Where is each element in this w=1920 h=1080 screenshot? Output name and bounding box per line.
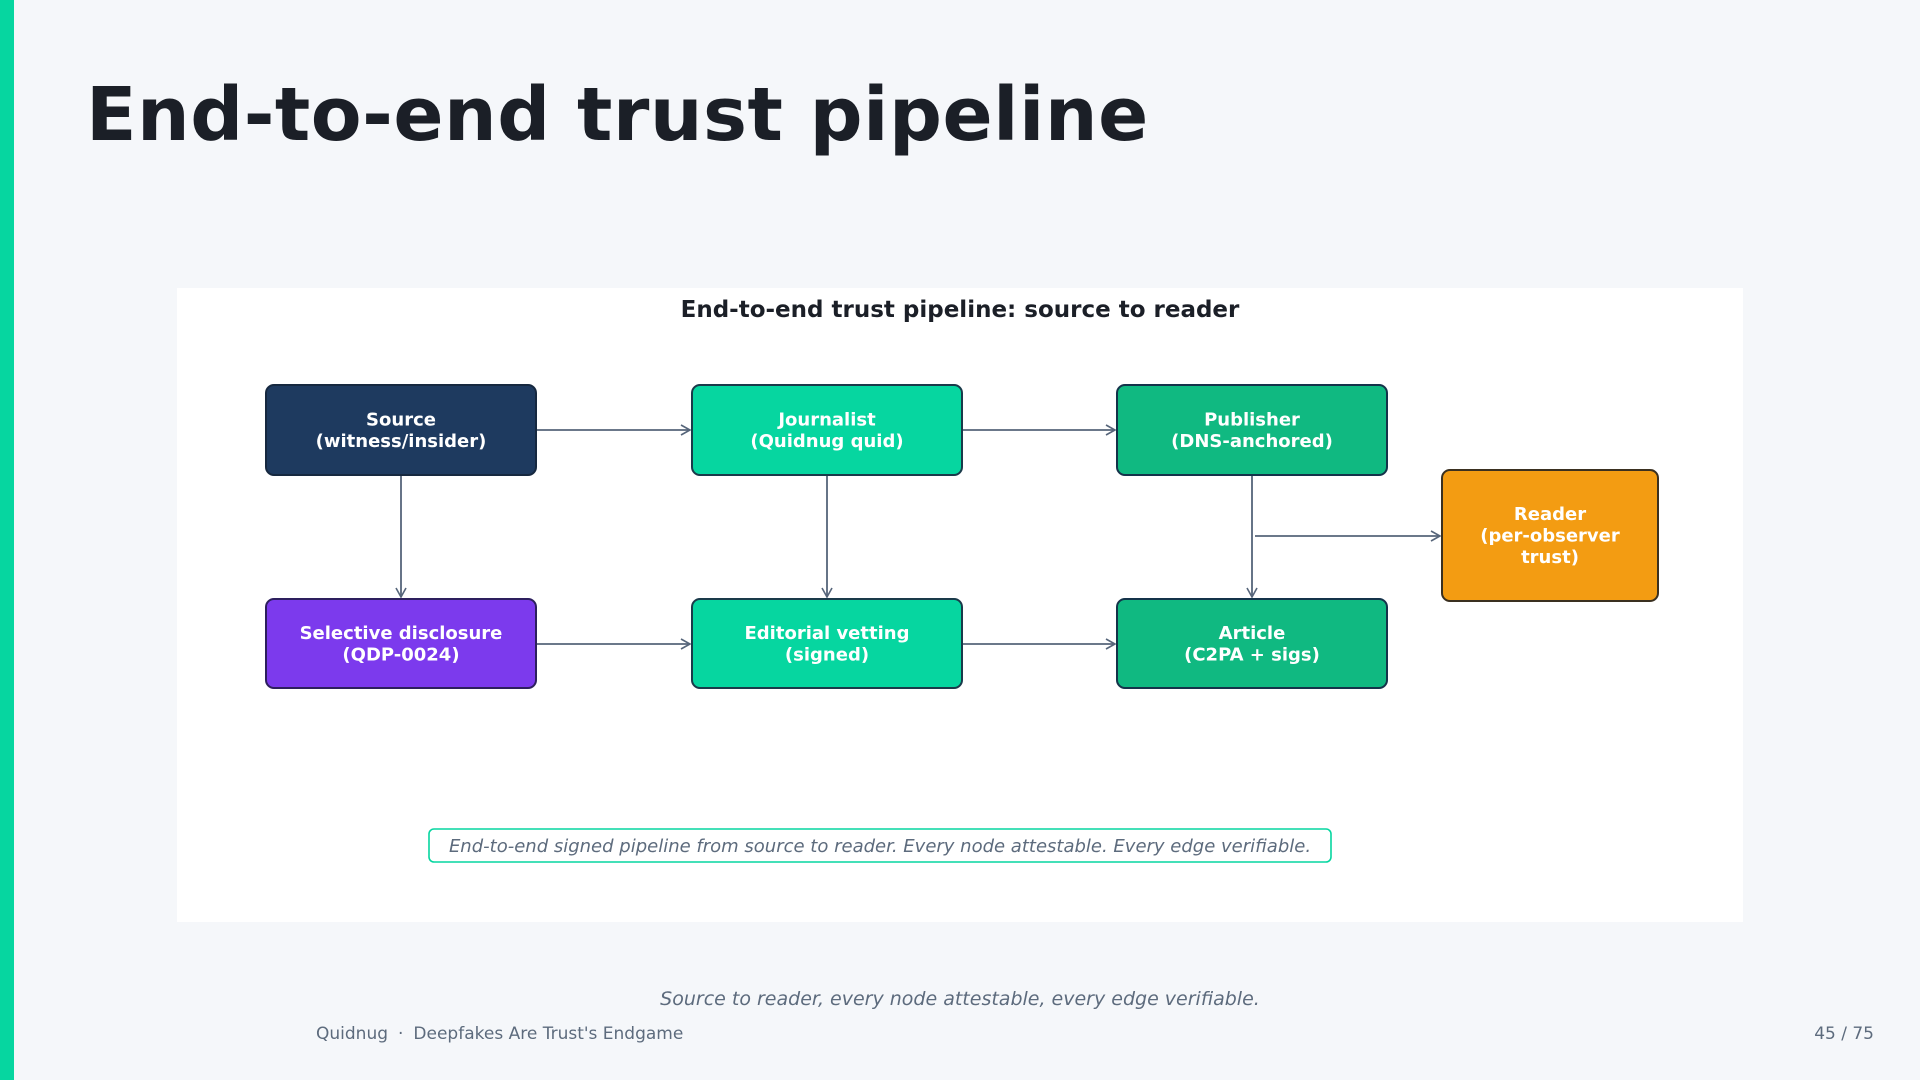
slide-caption: Source to reader, every node attestable,… — [660, 988, 1260, 1010]
node-publisher: Publisher(DNS-anchored) — [1116, 384, 1388, 476]
node-vetting-label-line: (signed) — [785, 644, 869, 665]
node-disclosure: Selective disclosure(QDP-0024) — [265, 598, 537, 689]
node-reader-box — [1441, 469, 1659, 602]
node-reader-label-line: trust) — [1521, 547, 1579, 568]
node-publisher-label-line: Publisher — [1204, 409, 1300, 430]
node-disclosure-box — [265, 598, 537, 689]
pipeline-diagram: End-to-end trust pipeline: source to rea… — [265, 297, 1659, 863]
node-journalist-label-line: Journalist — [776, 409, 876, 430]
diagram-panel: End-to-end trust pipeline: source to rea… — [177, 288, 1743, 922]
page-number: 45 / 75 — [1814, 1024, 1874, 1044]
node-source-label-line: Source — [366, 409, 436, 430]
footer: Quidnug · Deepfakes Are Trust's Endgame — [316, 1024, 683, 1044]
footer-deck-title: Deepfakes Are Trust's Endgame — [413, 1024, 684, 1044]
nodes-layer: Source(witness/insider) Journalist(Quidnu… — [265, 384, 1659, 689]
node-journalist: Journalist(Quidnug quid) — [691, 384, 963, 476]
node-source-box — [265, 384, 537, 476]
node-vetting: Editorial vetting(signed) — [691, 598, 963, 689]
node-disclosure-label-line: (QDP-0024) — [342, 644, 459, 665]
node-article: Article(C2PA + sigs) — [1116, 598, 1388, 689]
node-journalist-box — [691, 384, 963, 476]
accent-bar — [0, 0, 14, 1080]
node-reader-label-line: Reader — [1514, 504, 1586, 525]
node-vetting-label-line: Editorial vetting — [745, 623, 910, 644]
node-source: Source(witness/insider) — [265, 384, 537, 476]
note-text: End-to-end signed pipeline from source t… — [449, 836, 1311, 857]
node-publisher-label-line: (DNS-anchored) — [1171, 431, 1333, 452]
node-vetting-box — [691, 598, 963, 689]
node-article-label-line: (C2PA + sigs) — [1184, 644, 1320, 665]
node-article-label-line: Article — [1219, 623, 1286, 644]
footer-org: Quidnug — [316, 1024, 389, 1044]
diagram-title: End-to-end trust pipeline: source to rea… — [681, 297, 1240, 323]
node-article-box — [1116, 598, 1388, 689]
node-publisher-box — [1116, 384, 1388, 476]
node-journalist-label-line: (Quidnug quid) — [750, 431, 903, 452]
node-disclosure-label-line: Selective disclosure — [300, 623, 503, 644]
note-box — [428, 828, 1332, 863]
slide-title: End-to-end trust pipeline — [86, 72, 1149, 158]
node-source-label-line: (witness/insider) — [316, 431, 487, 452]
diagram-note: End-to-end signed pipeline from source t… — [428, 828, 1332, 863]
node-reader-label-line: (per-observer — [1480, 526, 1620, 547]
footer-separator: · — [398, 1024, 404, 1044]
